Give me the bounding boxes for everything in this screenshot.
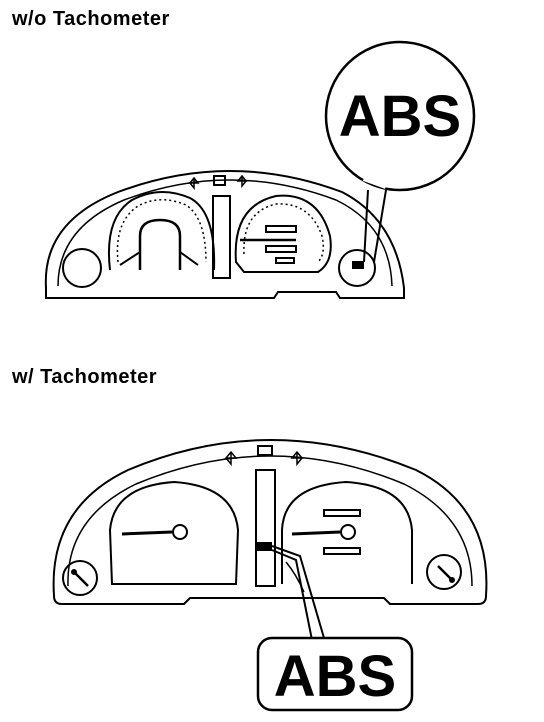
right-gauge [234,194,332,273]
abs-warning-lamp [352,261,364,269]
heading-with-tachometer: w/ Tachometer [12,366,158,388]
right-turn-arrow-icon-bottom [290,450,304,467]
indicator-lamp-top-bottom [257,445,273,456]
cluster-with-tachometer [52,439,488,641]
indicator-strip-bottom [255,469,276,587]
indicator-strip [212,195,231,279]
callout-leader-top [363,189,387,263]
cluster-housing-outline [44,170,405,299]
speedometer-bottom [281,480,413,584]
cluster-without-tachometer [44,40,476,299]
heading-without-tachometer: w/o Tachometer [12,8,170,30]
abs-callout-circle [324,40,476,192]
cluster-housing-inner-line-bottom [67,455,473,587]
abs-callout-box [256,636,414,712]
right-small-gauge [338,249,376,287]
left-small-gauge [62,248,102,288]
speedometer [107,191,216,271]
left-turn-arrow-icon-bottom [224,450,238,467]
left-turn-arrow-icon [188,176,200,191]
right-turn-arrow-icon [236,174,248,189]
right-small-gauge-bottom [426,554,462,590]
tachometer [108,480,240,585]
cluster-housing-outline-bottom [52,439,488,605]
callout-leader-bottom [271,545,325,641]
abs-callout-label-bottom: ABS [274,644,396,709]
abs-callout-label-top: ABS [339,84,461,149]
left-small-gauge-bottom [62,560,98,596]
cluster-housing-inner-line [57,179,393,287]
indicator-lamp-top [213,175,226,186]
abs-warning-lamp-bottom [256,542,272,551]
